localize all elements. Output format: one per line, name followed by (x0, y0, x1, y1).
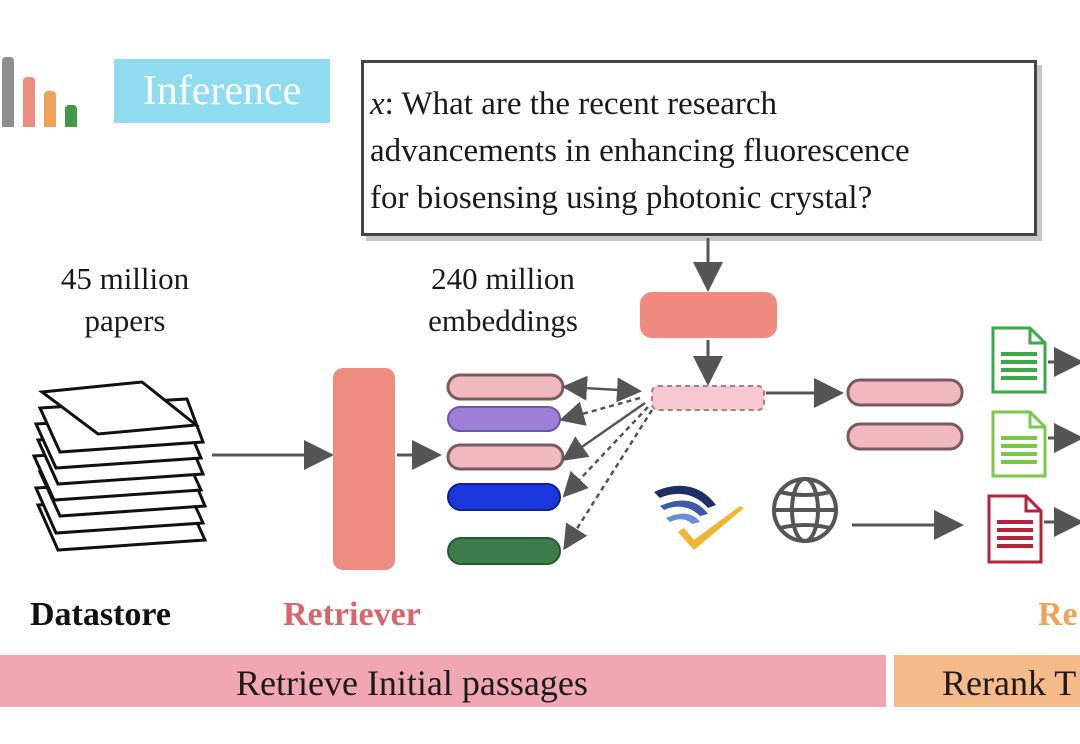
rerank-band: Rerank T (894, 655, 1080, 707)
datastore-label: Datastore (30, 596, 171, 633)
retriever-block (333, 368, 395, 570)
inference-badge: Inference (114, 59, 330, 123)
embedding-pill (446, 373, 565, 401)
embeddings-count: 240 million embeddings (398, 258, 608, 342)
query-line-1: : What are the recent research (384, 86, 778, 122)
embeddings-count-line1: 240 million (431, 261, 575, 296)
query-encoder-block (640, 292, 777, 338)
query-variable: x (370, 86, 385, 122)
document-icon (991, 326, 1047, 394)
embedding-pill (447, 483, 561, 511)
query-line-2: advancements in enhancing fluorescence (370, 133, 910, 169)
datastore-count-line1: 45 million (60, 261, 190, 296)
selected-passage-pill (846, 422, 964, 451)
selected-passage-pill (846, 378, 964, 407)
embedding-pill (447, 537, 561, 565)
retriever-label: Retriever (283, 596, 421, 633)
embedding-pill (447, 406, 561, 432)
query-box: x: What are the recent research advancem… (361, 60, 1037, 236)
rerank-band-label: Rerank T (942, 663, 1077, 703)
retrieve-band: Retrieve Initial passages (0, 655, 886, 707)
query-line-3: for biosensing using photonic crystal? (370, 180, 873, 216)
datastore-count: 45 million papers (20, 258, 230, 342)
paper-stack-icon (31, 380, 208, 552)
document-icon (987, 494, 1043, 564)
datastore-count-line2: papers (84, 303, 166, 338)
query-embedding (651, 385, 765, 411)
retrieve-band-label: Retrieve Initial passages (236, 663, 588, 703)
embeddings-count-line2: embeddings (428, 303, 578, 338)
document-icon (991, 410, 1047, 478)
reranker-label: Re (1038, 596, 1078, 633)
semantic-scholar-icon (654, 485, 744, 550)
globe-icon (772, 477, 838, 543)
bar-logo-icon (2, 55, 82, 127)
embedding-pill (446, 443, 565, 471)
